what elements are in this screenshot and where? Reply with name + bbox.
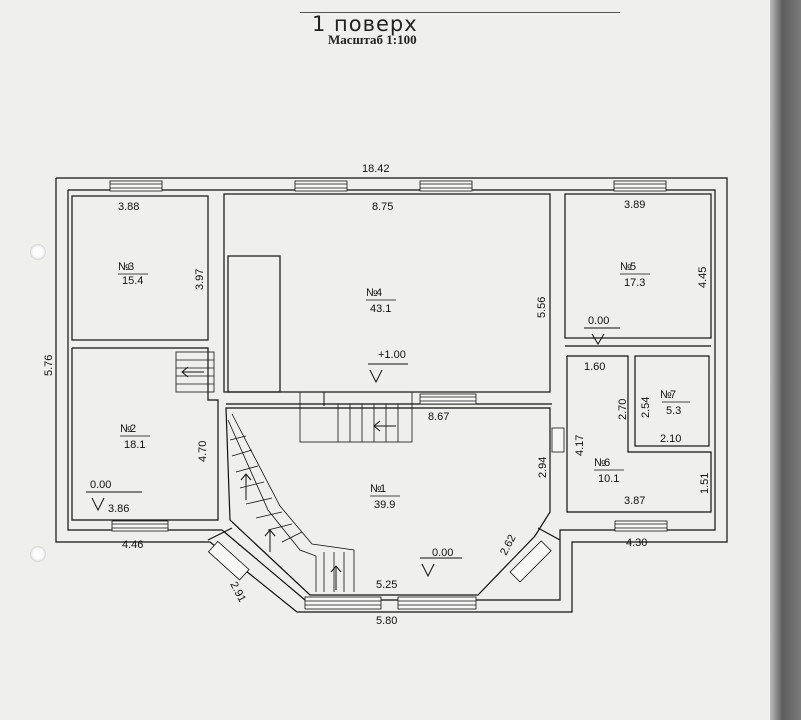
binder-hole-bottom	[30, 546, 46, 562]
dim-bottom-left: 4.46	[122, 539, 143, 551]
binder-hole-top	[30, 244, 46, 260]
dim-hall-width: 8.67	[428, 411, 449, 423]
stairs	[175, 351, 413, 592]
room2-prefix: №	[120, 423, 132, 435]
dim-diag-right: 2.62	[498, 533, 519, 558]
scanner-edge-shadow	[770, 0, 801, 720]
room4-prefix: №	[366, 287, 378, 299]
dim-room3-width: 3.88	[118, 201, 139, 213]
dim-hall-right: 2.94	[537, 457, 549, 478]
room3-number: 3	[128, 261, 134, 273]
windows	[109, 180, 668, 610]
dim-overall-width: 18.42	[362, 163, 390, 175]
plan-title: 1 поверх	[312, 12, 418, 36]
level-zero-left: 0.00	[90, 479, 111, 491]
level-zero-bottom: 0.00	[432, 547, 453, 559]
level-plus-one: +1.00	[378, 349, 406, 361]
dim-room2-width: 3.86	[108, 503, 129, 515]
room3-prefix: №	[118, 261, 130, 273]
room7-prefix: №	[660, 389, 672, 401]
dim-room6-h1: 2.70	[617, 399, 629, 420]
dim-right-inner: 4.17	[574, 435, 586, 456]
dim-right-small: 1.51	[699, 473, 711, 494]
room7-area: 5.3	[666, 405, 681, 417]
room7-number: 7	[670, 389, 676, 401]
dim-diag-left: 2.91	[227, 580, 248, 605]
dim-room7-w: 2.10	[660, 433, 681, 445]
dim-room3-height: 3.97	[194, 269, 206, 290]
dim-room4-width: 8.75	[372, 201, 393, 213]
dim-wall-1-60: 1.60	[584, 361, 605, 373]
title-rule	[300, 12, 620, 13]
room1-area: 39.9	[374, 499, 395, 511]
dim-bottom-right: 4.30	[626, 537, 647, 549]
dim-bottom-outer: 5.80	[376, 615, 397, 627]
room4-number: 4	[376, 287, 382, 299]
dim-room7-h: 2.54	[640, 397, 652, 418]
room6-number: 6	[604, 457, 610, 469]
dim-room5-height: 4.45	[697, 267, 709, 288]
room3-area: 15.4	[122, 275, 143, 287]
stair-arrows	[181, 366, 396, 590]
room4-area: 43.1	[370, 303, 391, 315]
dim-room2-height: 4.70	[197, 441, 209, 462]
room5-number: 5	[630, 261, 636, 273]
floor-plan: 3 15.4 4 43.1 5 17.3 2 18.1 1 39.9 6 10.…	[43, 163, 728, 627]
dim-room4-height: 5.56	[536, 297, 548, 318]
dimension-labels: 18.42 3.88 8.75 3.89 3.97 5.56 4.45 5.76…	[43, 163, 711, 627]
room5-prefix: №	[620, 261, 632, 273]
dim-room6-width: 3.87	[624, 495, 645, 507]
room2-area: 18.1	[124, 439, 145, 451]
level-markers	[86, 327, 620, 578]
room5-area: 17.3	[624, 277, 645, 289]
plan-scale: Масштаб 1:100	[328, 32, 417, 47]
room6-area: 10.1	[598, 473, 619, 485]
room-prefixes: № № № № № № №	[118, 261, 672, 495]
level-zero-right: 0.00	[588, 315, 609, 327]
room2-number: 2	[130, 423, 136, 435]
room1-prefix: №	[370, 483, 382, 495]
room6-prefix: №	[594, 457, 606, 469]
dim-left-side: 5.76	[43, 355, 55, 376]
room-labels: 3 15.4 4 43.1 5 17.3 2 18.1 1 39.9 6 10.…	[118, 261, 690, 511]
dim-room5-width: 3.89	[624, 199, 645, 211]
room1-number: 1	[380, 483, 386, 495]
dim-bottom-inner: 5.25	[376, 579, 397, 591]
